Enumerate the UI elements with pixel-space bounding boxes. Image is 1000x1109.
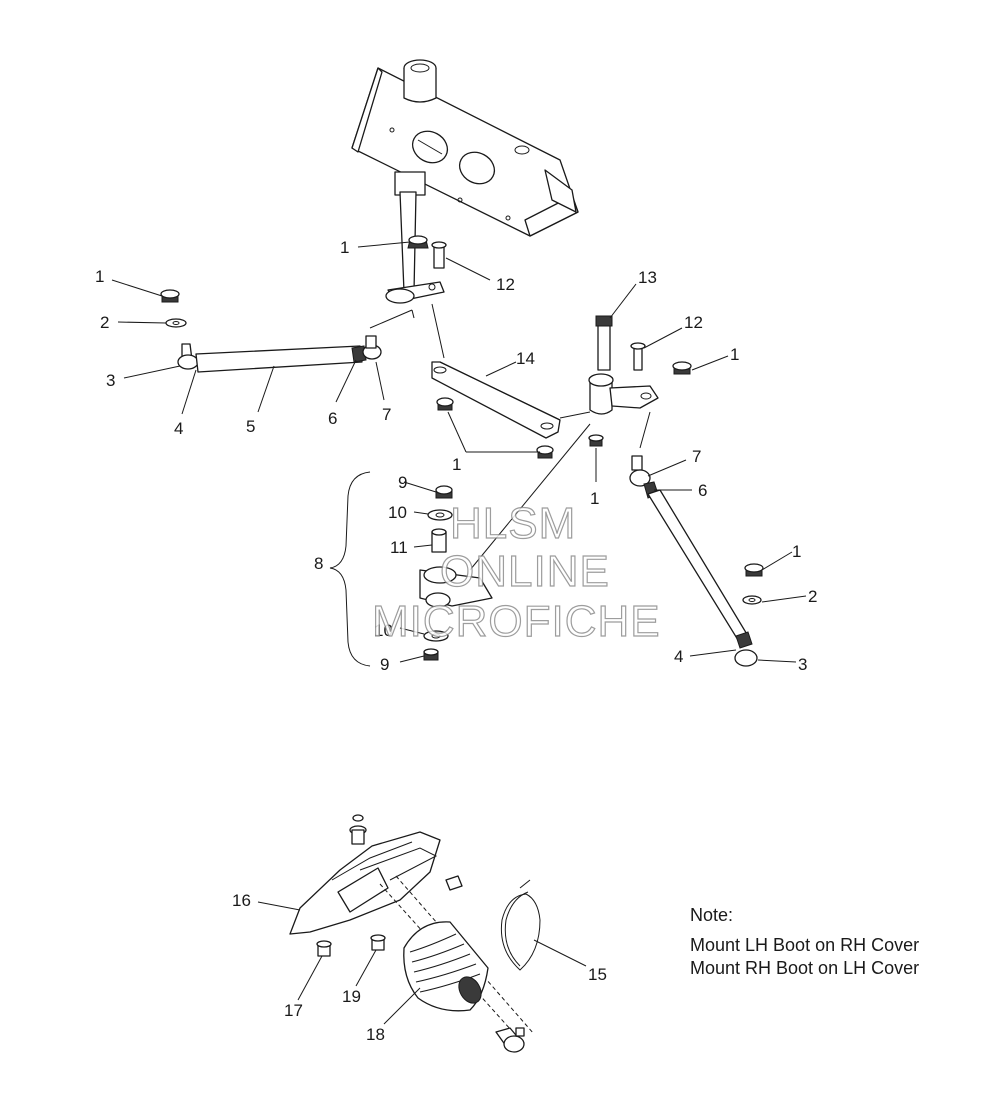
- watermark-line2: ONLINE: [440, 547, 610, 596]
- callout-1: 1: [730, 345, 739, 364]
- callout-10: 10: [374, 621, 393, 640]
- callout-labels: 1 12 1 2 3 4 5 6 7 13 12 1 14 1 1 7 6 9 …: [95, 238, 817, 1044]
- callout-19: 19: [342, 987, 361, 1006]
- drag-link: [431, 303, 561, 439]
- callout-7: 7: [382, 405, 391, 424]
- callout-4: 4: [174, 419, 183, 438]
- watermark-line3: MICROFICHE: [372, 597, 661, 646]
- callout-2: 2: [100, 313, 109, 332]
- flange-nut-icon: [407, 235, 429, 249]
- note-line-2: Mount RH Boot on LH Cover: [690, 958, 920, 978]
- assembly-bracket: [329, 471, 371, 667]
- callout-6: 6: [698, 481, 707, 500]
- steering-column-frame: [351, 59, 579, 237]
- bolt-icon: [431, 241, 447, 269]
- flange-nut-icon: [536, 445, 554, 459]
- leader-lines: [111, 241, 807, 1025]
- callout-2: 2: [808, 587, 817, 606]
- flange-nut-icon: [436, 397, 454, 411]
- callout-14: 14: [516, 349, 535, 368]
- callout-9: 9: [398, 473, 407, 492]
- callout-15: 15: [588, 965, 607, 984]
- steering-boot: [403, 921, 525, 1053]
- callout-1: 1: [95, 267, 104, 286]
- callout-7: 7: [692, 447, 701, 466]
- callout-3: 3: [106, 371, 115, 390]
- callout-13: 13: [638, 268, 657, 287]
- callout-1: 1: [340, 238, 349, 257]
- callout-3: 3: [798, 655, 807, 674]
- watermark: HLSM ONLINE MICROFICHE: [371, 498, 661, 646]
- callout-12: 12: [684, 313, 703, 332]
- boot-cover-assembly: [289, 814, 535, 1041]
- callout-4: 4: [674, 647, 683, 666]
- callout-9: 9: [380, 655, 389, 674]
- right-tie-rod: [629, 455, 764, 667]
- callout-12: 12: [496, 275, 515, 294]
- callout-17: 17: [284, 1001, 303, 1020]
- callout-16: 16: [232, 891, 251, 910]
- callout-6: 6: [328, 409, 337, 428]
- callout-5: 5: [246, 417, 255, 436]
- callout-18: 18: [366, 1025, 385, 1044]
- idler-arm: [559, 315, 692, 449]
- callout-11: 11: [390, 538, 408, 557]
- steering-arm-assembly: [419, 423, 591, 661]
- note-heading: Note:: [690, 905, 734, 925]
- callout-1: 1: [452, 455, 461, 474]
- note-line-1: Mount LH Boot on RH Cover: [690, 935, 920, 955]
- callout-1: 1: [792, 542, 801, 561]
- callout-1: 1: [590, 489, 599, 508]
- callout-8: 8: [314, 554, 323, 573]
- left-tie-rod: [160, 289, 382, 373]
- watermark-line1: HLSM: [450, 499, 576, 548]
- cable-tie: [500, 879, 541, 971]
- callout-10: 10: [388, 503, 407, 522]
